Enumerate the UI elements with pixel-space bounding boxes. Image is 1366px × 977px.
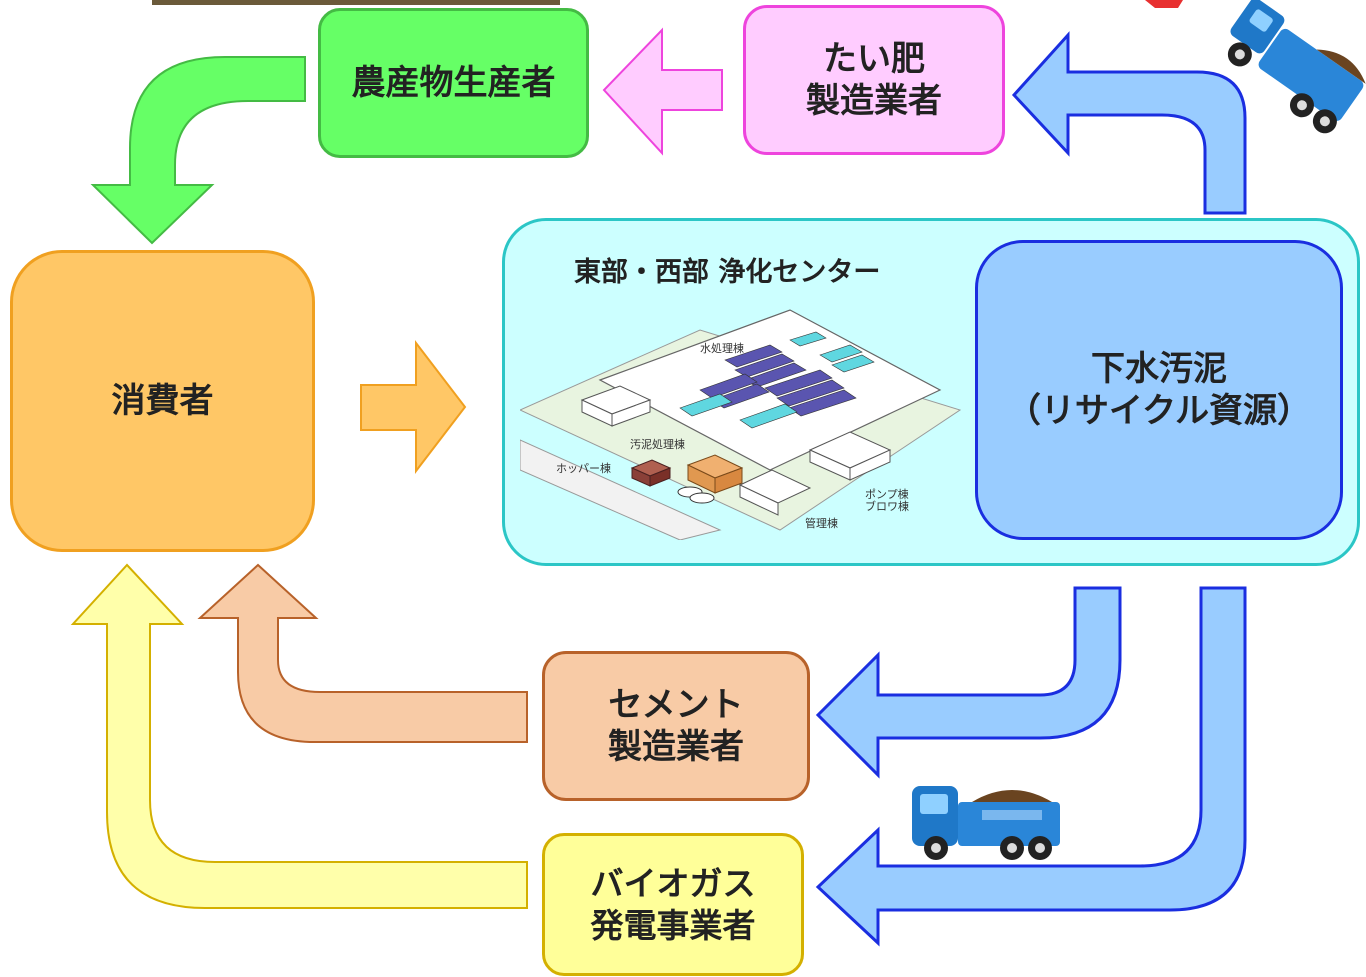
photo-strip <box>152 0 560 5</box>
plant-illustration: 水処理棟 汚泥処理棟 ホッパー棟 ポンプ棟 ブロワ棟 管理棟 <box>520 309 962 540</box>
arrow-sludge-to-compost <box>1011 31 1247 215</box>
arrow-biogas-to-consumer <box>70 563 528 909</box>
plant-label-admin: 管理棟 <box>805 516 838 530</box>
node-consumer: 消費者 <box>10 250 315 552</box>
node-sludge-line: （リサイクル資源） <box>1006 391 1312 431</box>
node-compost: たい肥 製造業者 <box>743 5 1005 155</box>
node-compost-line: 製造業者 <box>806 81 942 121</box>
arrow-cement-to-consumer <box>197 563 528 743</box>
plant-label-sludge-building: 汚泥処理棟 <box>630 437 685 451</box>
node-producer: 農産物生産者 <box>318 8 589 158</box>
node-sludge-line: 下水汚泥 <box>1091 348 1227 389</box>
arrow-producer-to-consumer <box>90 56 306 245</box>
plant-label-hopper: ホッパー棟 <box>556 461 611 475</box>
node-producer-line: 農産物生産者 <box>351 62 556 103</box>
arrow-compost-to-producer <box>602 27 723 156</box>
arrow-consumer-to-center <box>360 340 467 474</box>
arrow-sludge-to-cement <box>815 586 1122 779</box>
plant-label-pump: ポンプ棟 <box>865 487 909 501</box>
node-cement: セメント 製造業者 <box>542 651 810 801</box>
node-compost-line: たい肥 <box>823 38 925 79</box>
plant-label-water: 水処理棟 <box>700 341 744 355</box>
node-biogas: バイオガス 発電事業者 <box>542 833 804 976</box>
node-sewage-sludge: 下水汚泥 （リサイクル資源） <box>975 240 1343 540</box>
node-biogas-line: 発電事業者 <box>590 905 756 945</box>
plant-label-blower: ブロワ棟 <box>865 499 909 513</box>
node-biogas-line: バイオガス <box>590 864 756 904</box>
node-cement-line: セメント <box>608 684 744 725</box>
node-cement-line: 製造業者 <box>608 727 744 767</box>
sign-fragment <box>1145 0 1183 8</box>
truck-icon <box>912 786 1060 860</box>
arrow-sludge-to-biogas <box>815 586 1247 947</box>
center-title: 東部・西部 浄化センター <box>574 257 881 288</box>
truck-icon <box>1227 0 1366 134</box>
node-consumer-line: 消費者 <box>111 380 214 421</box>
